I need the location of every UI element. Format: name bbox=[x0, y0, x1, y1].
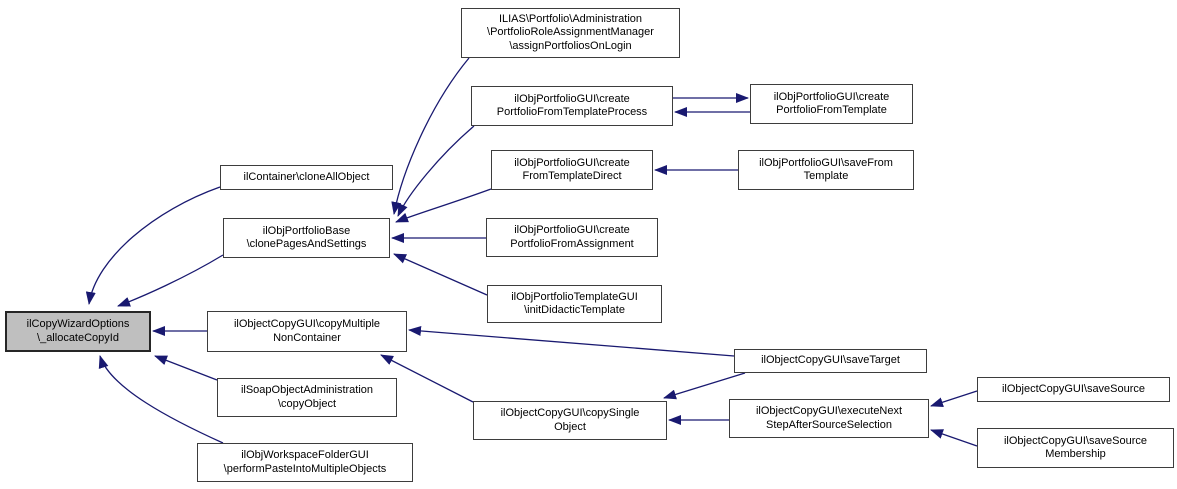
edge-copy-single-object-to-copy-multiple-non-container bbox=[380, 354, 474, 403]
edge-save-source-membership-to-execute-next-step-after-source-selection bbox=[930, 429, 978, 447]
edge-clone-pages-and-settings-to-allocate-copy-id bbox=[117, 254, 224, 307]
node-label-line: ilObjPortfolioGUI\saveFrom bbox=[759, 156, 893, 169]
edge-clone-all-object-to-allocate-copy-id bbox=[85, 186, 221, 305]
edge-create-portfolio-from-template-process-to-clone-pages-and-settings bbox=[397, 125, 475, 217]
graph-node-clone-pages-and-settings[interactable]: ilObjPortfolioBase\clonePagesAndSettings bbox=[223, 218, 390, 258]
node-label-line: ilSoapObjectAdministration bbox=[240, 384, 374, 396]
graph-node-allocate-copy-id: ilCopyWizardOptions\_allocateCopyId bbox=[5, 311, 151, 352]
node-label-line: ilObjPortfolioGUI\create bbox=[514, 224, 630, 236]
node-label-line: ilObjectCopyGUI\copyMultiple bbox=[233, 318, 381, 330]
edge-save-target-to-copy-multiple-non-container bbox=[408, 325, 735, 357]
node-label-line: \assignPortfoliosOnLogin bbox=[509, 39, 632, 52]
node-label-line: \_allocateCopyId bbox=[37, 331, 119, 344]
node-label-line: ilContainer\cloneAllObject bbox=[243, 170, 370, 183]
edge-perform-paste-into-multiple-objects-to-allocate-copy-id bbox=[98, 355, 224, 444]
node-label-line: ilObjectCopyGUI\saveSource bbox=[1001, 382, 1146, 395]
node-label-line: \copyObject bbox=[277, 397, 337, 410]
graph-node-assign-portfolios-on-login[interactable]: ILIAS\Portfolio\Administration\Portfolio… bbox=[461, 8, 680, 58]
graph-node-init-didactic-template[interactable]: ilObjPortfolioTemplateGUI\initDidacticTe… bbox=[487, 285, 662, 323]
node-label-line: ILIAS\Portfolio\Administration bbox=[498, 12, 643, 25]
node-label-line: \performPasteIntoMultipleObjects bbox=[223, 462, 387, 475]
edge-save-source-to-execute-next-step-after-source-selection bbox=[930, 390, 978, 408]
node-label-line: ilObjectCopyGUI\saveTarget bbox=[761, 354, 900, 367]
node-label-line: ilObjPortfolioGUI\create bbox=[773, 90, 890, 103]
node-label-line: PortfolioFromTemplateProcess bbox=[496, 106, 648, 118]
graph-node-save-source[interactable]: ilObjectCopyGUI\saveSource bbox=[977, 377, 1170, 402]
edge-create-from-template-direct-to-clone-pages-and-settings bbox=[395, 188, 492, 223]
node-label-line: NonContainer bbox=[273, 331, 341, 344]
node-label-line: FromTemplateDirect bbox=[522, 170, 622, 182]
edge-init-didactic-template-to-clone-pages-and-settings bbox=[393, 253, 488, 296]
node-label-line: ilObjectCopyGUI\saveSource bbox=[1003, 434, 1148, 447]
node-label-line: PortfolioFromTemplate bbox=[776, 104, 887, 116]
graph-node-save-target[interactable]: ilObjectCopyGUI\saveTarget bbox=[734, 349, 927, 373]
node-label-line: ilObjPortfolioTemplateGUI bbox=[511, 290, 638, 303]
node-label-line: StepAfterSourceSelection bbox=[766, 418, 892, 431]
node-label-line: Membership bbox=[1045, 448, 1106, 460]
node-label-line: \clonePagesAndSettings bbox=[246, 238, 367, 250]
edge-soap-copy-object-to-allocate-copy-id bbox=[154, 355, 218, 381]
graph-node-soap-copy-object[interactable]: ilSoapObjectAdministration\copyObject bbox=[217, 378, 397, 417]
node-label-line: ilObjectCopyGUI\executeNext bbox=[755, 405, 903, 417]
graph-node-clone-all-object[interactable]: ilContainer\cloneAllObject bbox=[220, 165, 393, 190]
edge-assign-portfolios-on-login-to-clone-pages-and-settings bbox=[391, 57, 470, 215]
node-label-line: ilObjPortfolioGUI\create bbox=[514, 92, 630, 105]
node-label-line: \initDidacticTemplate bbox=[524, 304, 625, 316]
node-label-line: Object bbox=[554, 420, 586, 433]
node-label-line: ilObjectCopyGUI\copySingle bbox=[500, 407, 640, 419]
node-label-line: ilObjPortfolioBase bbox=[262, 224, 351, 237]
node-label-line: ilObjWorkspaceFolderGUI bbox=[241, 449, 369, 461]
node-label-line: Template bbox=[803, 170, 849, 182]
graph-node-perform-paste-into-multiple-objects[interactable]: ilObjWorkspaceFolderGUI\performPasteInto… bbox=[197, 443, 413, 482]
edge-save-target-to-copy-single-object bbox=[663, 372, 746, 400]
node-label-line: ilObjPortfolioGUI\create bbox=[514, 156, 630, 169]
node-label-line: PortfolioFromAssignment bbox=[510, 237, 634, 250]
node-label-line: ilCopyWizardOptions bbox=[26, 318, 130, 330]
edge-group bbox=[85, 57, 978, 447]
node-label-line: \PortfolioRoleAssignmentManager bbox=[487, 26, 654, 39]
